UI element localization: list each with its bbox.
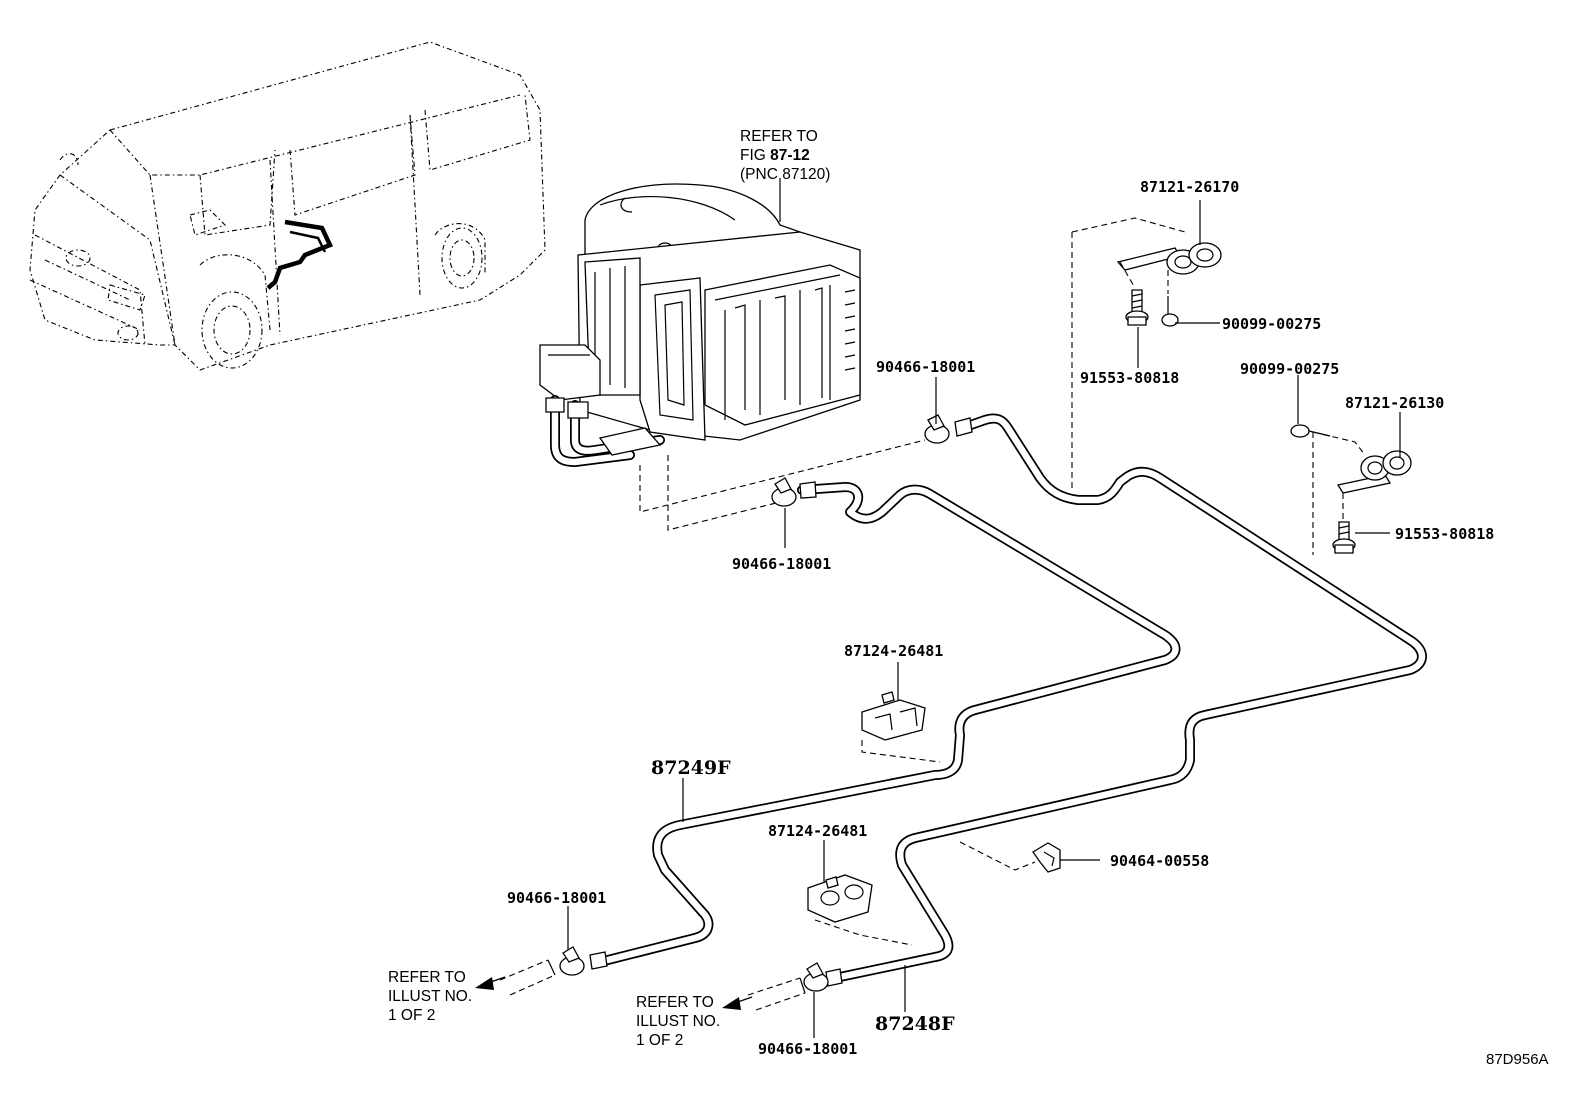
label-clip-lower: 87124-26481 (768, 822, 867, 840)
assembly-dashed-lines (639, 217, 1366, 946)
refer-arrow-icon (475, 976, 506, 990)
refer-fig-line3: (PNC 87120) (740, 166, 830, 183)
bolt-top-icon (1125, 289, 1149, 326)
hose-clamp-icon (803, 962, 829, 992)
label-clamp-small: 90464-00558 (1110, 852, 1209, 870)
refer-fig-prefix: FIG (740, 147, 770, 164)
hose-clamp-icon (924, 414, 950, 444)
clip-upper-icon (861, 691, 926, 741)
label-pipe-a: 87249F (651, 757, 731, 779)
leader-lines (567, 178, 1401, 1038)
figure-code: 87D956A (1486, 1051, 1549, 1068)
clamp-small-icon (1032, 842, 1061, 873)
refer-illust-a-line2: ILLUST NO. (388, 988, 472, 1005)
label-screw-right: 90099-00275 (1240, 360, 1339, 378)
label-bracket-right: 87121-26130 (1345, 394, 1444, 412)
refer-illust-b-line2: ILLUST NO. (636, 1013, 720, 1030)
van-illustration (29, 41, 546, 371)
bracket-right-icon (1336, 450, 1412, 494)
clip-lower-icon (807, 874, 873, 923)
refer-fig-line1: REFER TO (740, 128, 818, 145)
hose-clamp-icon (771, 477, 797, 507)
label-clip-upper: 87124-26481 (844, 642, 943, 660)
refer-fig-line2: FIG 87-12 (740, 147, 810, 164)
label-clamp-lower-left: 90466-18001 (507, 889, 606, 907)
screw-top-icon (1161, 296, 1179, 327)
refer-arrow-icon (722, 996, 753, 1010)
screw-right-icon (1290, 424, 1331, 438)
pipe-fittings (499, 417, 973, 1011)
bolt-right-icon (1332, 521, 1356, 554)
refer-illust-b-line1: REFER TO (636, 994, 714, 1011)
label-clamp-mid: 90466-18001 (732, 555, 831, 573)
refer-illust-a-line3: 1 OF 2 (388, 1007, 435, 1024)
label-clamp-upper: 90466-18001 (876, 358, 975, 376)
hose-clamp-icon (559, 946, 585, 976)
bracket-top-icon (1116, 242, 1222, 275)
heater-unit (539, 183, 861, 467)
label-bracket-top: 87121-26170 (1140, 178, 1239, 196)
pipe-87248f (830, 413, 1427, 983)
label-clamp-bottom: 90466-18001 (758, 1040, 857, 1058)
refer-illust-b-line3: 1 OF 2 (636, 1032, 683, 1049)
label-screw-top: 90099-00275 (1222, 315, 1321, 333)
label-bolt-right: 91553-80818 (1395, 525, 1494, 543)
refer-illust-a-line1: REFER TO (388, 969, 466, 986)
label-bolt-top: 91553-80818 (1080, 369, 1179, 387)
pipe-87249f (595, 482, 1181, 967)
refer-fig-number: 87-12 (770, 147, 810, 164)
label-pipe-b: 87248F (875, 1013, 955, 1035)
